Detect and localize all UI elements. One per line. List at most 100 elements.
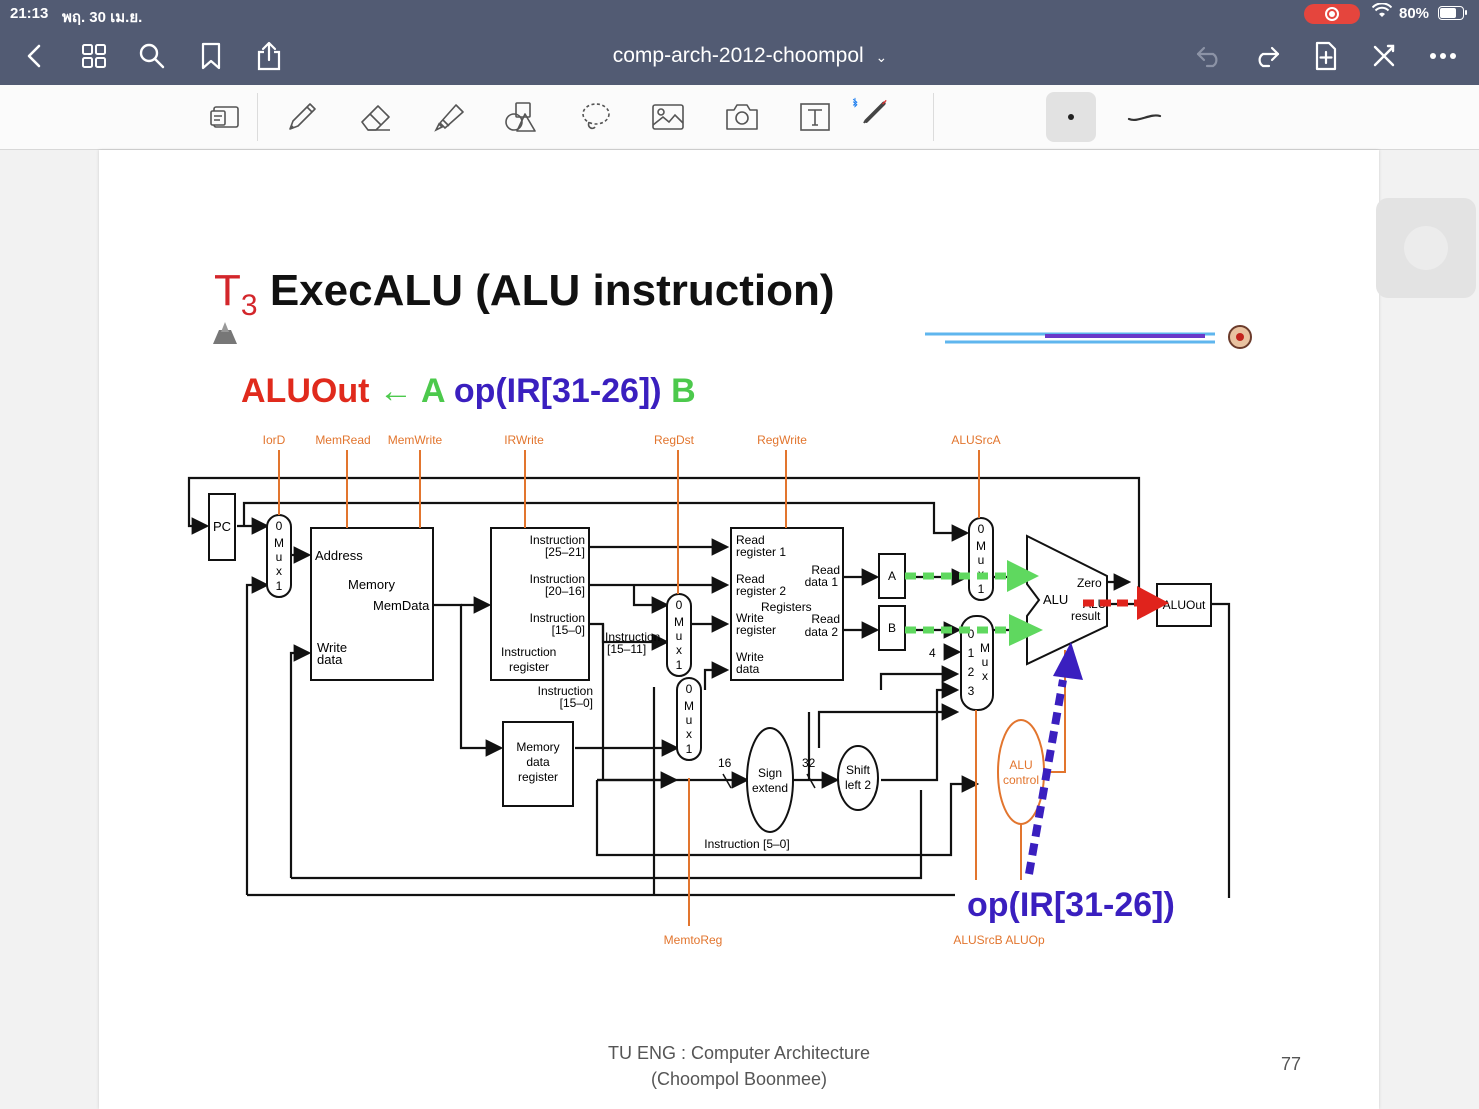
signal-memtoreg: MemtoReg — [664, 933, 723, 947]
document-title-text: comp-arch-2012-choompol — [612, 44, 864, 67]
back-icon[interactable] — [18, 40, 52, 72]
mux1-x: x — [276, 564, 282, 578]
shapes-icon[interactable] — [501, 99, 541, 135]
reg-read2-b: register 2 — [736, 584, 786, 598]
pen-icon[interactable] — [282, 99, 322, 135]
inst-15-11-b: [15–11] — [607, 642, 646, 656]
page-number: 77 — [1281, 1054, 1302, 1074]
mdr-c: register — [518, 770, 558, 784]
battery-icon — [1438, 6, 1467, 20]
reg-write-a: Write — [736, 611, 764, 625]
signal-irwrite: IRWrite — [504, 433, 544, 447]
shift-left-a: Shift — [846, 763, 871, 777]
lasso-icon[interactable] — [576, 99, 616, 135]
toolbar-divider — [257, 93, 258, 141]
ir-below-a: Instruction — [538, 684, 593, 698]
reg-registers: Registers — [761, 600, 812, 614]
signal-iord: IorD — [263, 433, 286, 447]
mux5-1: 1 — [968, 646, 975, 660]
multicycle-datapath-diagram: PC 0 M u x 1 Address Memory MemData Writ… — [187, 433, 1231, 947]
red-arrow-aluout — [1137, 586, 1169, 620]
green-arrow-a — [1007, 560, 1039, 592]
share-icon[interactable] — [252, 40, 286, 72]
eraser-icon[interactable] — [356, 99, 396, 135]
signal-regdst: RegDst — [654, 433, 695, 447]
bits-16: 16 — [718, 756, 732, 770]
footer-line-2: (Choompol Boonmee) — [650, 1069, 828, 1089]
status-time: 21:13 — [10, 5, 49, 22]
mux3-x: x — [686, 727, 692, 741]
ir-inst-25-21-b: [25–21] — [545, 545, 585, 559]
document-nav-bar: comp-arch-2012-choompol ⌄ — [0, 28, 1479, 85]
chevron-down-icon: ⌄ — [875, 49, 888, 65]
reg-rdata2-b: data 2 — [805, 625, 839, 639]
page-view-icon[interactable] — [205, 99, 245, 135]
bookmark-icon[interactable] — [194, 40, 228, 72]
mux5-3: 3 — [968, 684, 975, 698]
ir-inst-20-16-a: Instruction — [530, 572, 585, 586]
side-panel-handle[interactable] — [1376, 198, 1476, 298]
ir-inst-20-16-b: [20–16] — [545, 584, 585, 598]
search-icon[interactable] — [135, 40, 169, 72]
ir-inst-15-0-b: [15–0] — [552, 623, 585, 637]
more-icon[interactable] — [1426, 40, 1460, 72]
alu-zero: Zero — [1077, 576, 1102, 590]
eq-aluout: ALUOut — [241, 372, 370, 410]
mdr-b: data — [526, 755, 550, 769]
document-title[interactable]: comp-arch-2012-choompol ⌄ — [540, 44, 960, 68]
redo-icon[interactable] — [1250, 40, 1284, 72]
reg-rdata2-a: Read — [811, 612, 840, 626]
mux1-u: u — [276, 550, 283, 564]
op-annotation: op(IR[31-26]) — [967, 886, 1175, 924]
reg-read2-a: Read — [736, 572, 765, 586]
mux3-0: 0 — [686, 682, 693, 696]
mux4-m: M — [976, 539, 986, 553]
slide-footer: TU ENG : Computer Architecture (Choompol… — [99, 1040, 1379, 1092]
dot-size-icon[interactable] — [1046, 92, 1096, 142]
annotation-toolbar — [0, 85, 1479, 150]
mux4-u: u — [978, 553, 985, 567]
reg-rdata1-b: data 1 — [805, 575, 839, 589]
sign-extend-a: Sign — [758, 766, 782, 780]
stroke-style-icon[interactable] — [1124, 99, 1164, 135]
aluout-label: ALUOut — [1163, 598, 1206, 612]
reg-read1-b: register 1 — [736, 545, 786, 559]
ir-inst-15-0-a: Instruction — [530, 611, 585, 625]
mem-address: Address — [315, 548, 363, 563]
mem-memdata: MemData — [373, 598, 430, 613]
slide-page[interactable]: T3 ExecALU (ALU instruction) ALUOut ← A … — [99, 150, 1379, 1109]
slide-title-t3: T3 — [214, 266, 258, 322]
mux1-0: 0 — [276, 519, 283, 533]
highlighter-icon[interactable] — [429, 99, 469, 135]
undo-icon[interactable] — [1192, 40, 1226, 72]
text-icon[interactable] — [795, 99, 835, 135]
sign-extend-b: extend — [752, 781, 788, 795]
mux5-u: u — [982, 655, 989, 669]
status-date: พฤ. 30 เม.ย. — [62, 9, 143, 26]
purple-arrow-op — [1053, 642, 1083, 680]
shift-left-b: left 2 — [845, 778, 871, 792]
mux3-m: M — [684, 699, 694, 713]
ir-inst-25-21-a: Instruction — [530, 533, 585, 547]
bluetooth-stylus-icon[interactable] — [850, 93, 890, 129]
add-page-icon[interactable] — [1309, 40, 1343, 72]
bits-32: 32 — [802, 756, 816, 770]
mux1-1: 1 — [276, 579, 283, 593]
ir-label-b: register — [509, 660, 549, 674]
grid-icon[interactable] — [77, 40, 111, 72]
reg-b: B — [888, 621, 896, 635]
toolbar-divider — [933, 93, 934, 141]
mem-memory: Memory — [348, 577, 395, 592]
screen-recording-icon[interactable] — [1304, 4, 1360, 24]
mux2-m: M — [674, 615, 684, 629]
close-icon[interactable] — [1367, 40, 1401, 72]
reg-wdata-a: Write — [736, 650, 764, 664]
reg-rdata1-a: Read — [811, 563, 840, 577]
mux5-0: 0 — [968, 627, 975, 641]
footer-line-1: TU ENG : Computer Architecture — [607, 1043, 871, 1063]
mux2-0: 0 — [676, 598, 683, 612]
camera-icon[interactable] — [722, 99, 762, 135]
image-icon[interactable] — [648, 99, 688, 135]
signal-memread: MemRead — [315, 433, 370, 447]
mux1-m: M — [274, 536, 284, 550]
